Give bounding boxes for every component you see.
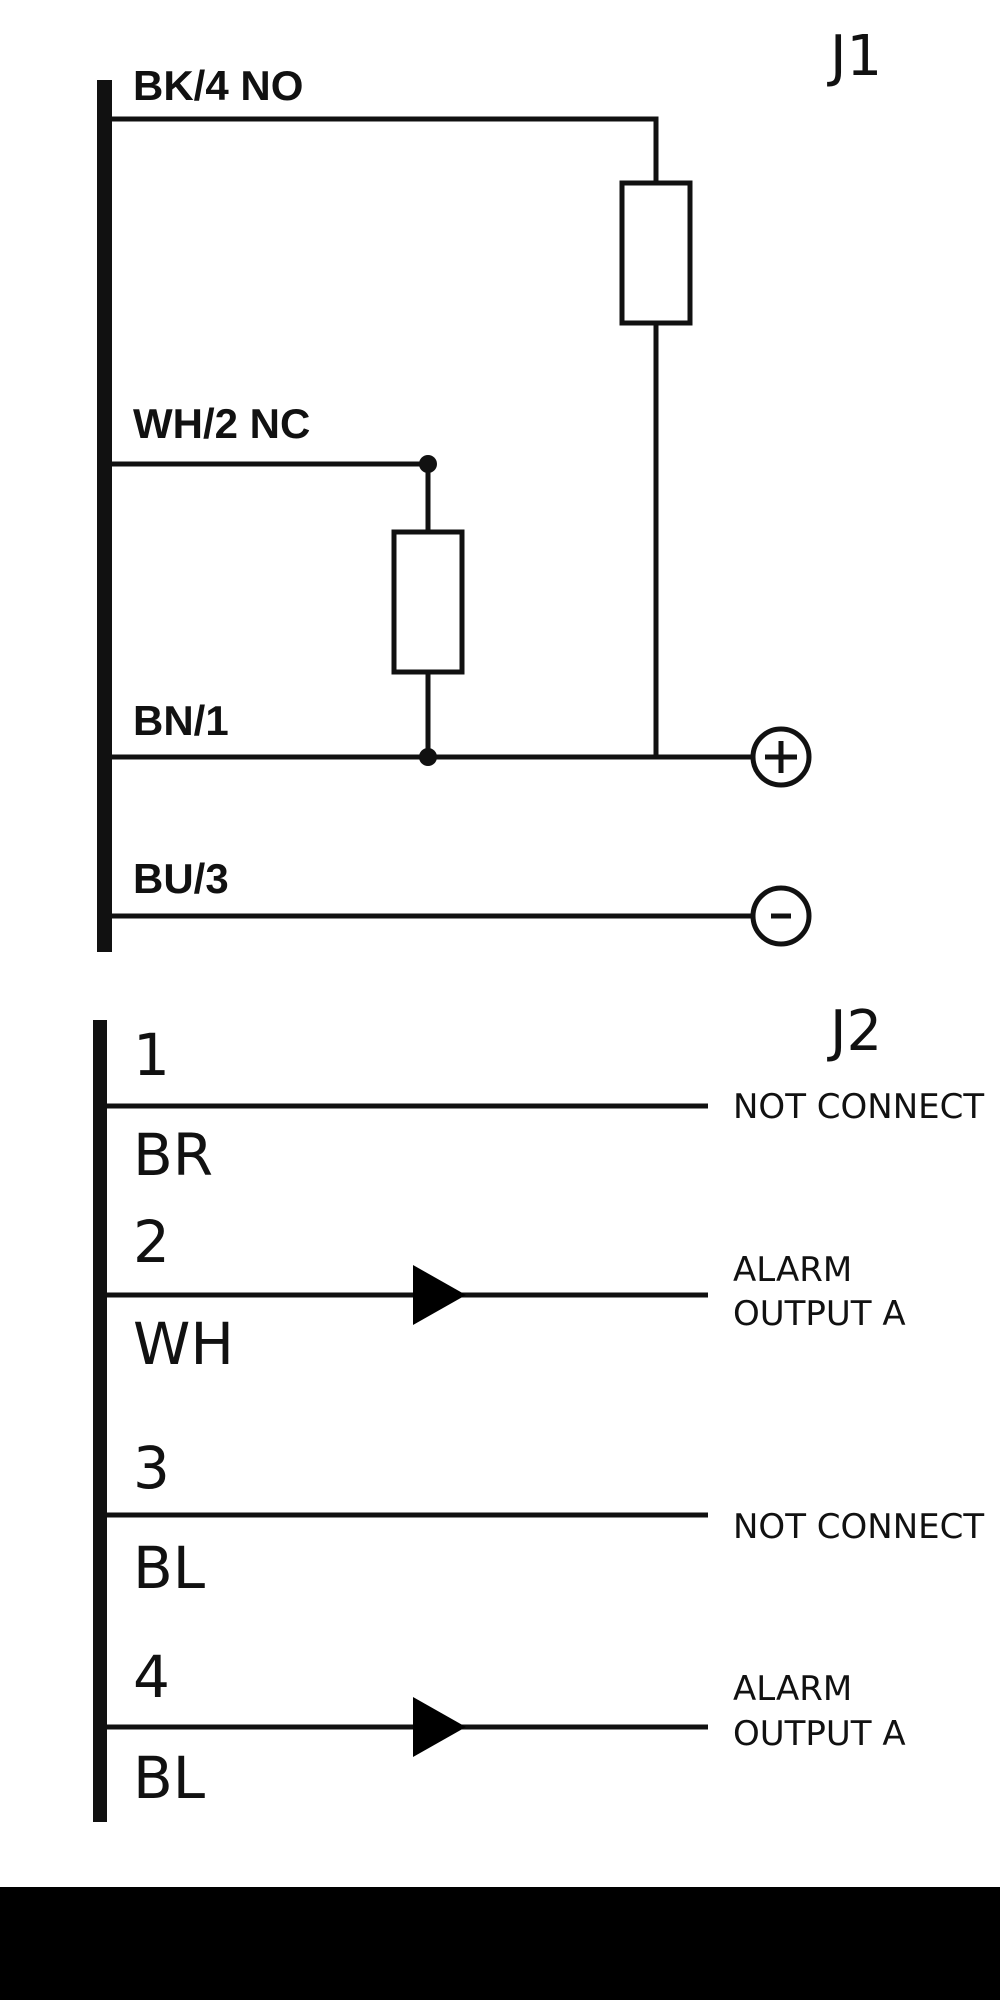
positive-terminal-icon: + bbox=[750, 726, 812, 788]
j2-pin-1: 1 BR NOT CONNECT bbox=[107, 1021, 984, 1189]
j1-connector-bar bbox=[97, 80, 112, 952]
j1-title: J1 bbox=[827, 24, 882, 89]
j2-pin-color: WH bbox=[133, 1310, 234, 1378]
j2-pin-number: 3 bbox=[133, 1434, 170, 1502]
j2-pin-number: 2 bbox=[133, 1208, 170, 1276]
j1-label-wh2: WH/2 NC bbox=[133, 400, 310, 447]
j2-pin-function: ALARM bbox=[733, 1250, 852, 1290]
j2-pin-number: 4 bbox=[133, 1643, 170, 1711]
footer-band bbox=[0, 1887, 1000, 2000]
j1-resistor-middle bbox=[391, 529, 465, 675]
output-arrow-icon bbox=[413, 1265, 466, 1325]
j2-section: J2 1 BR NOT CONNECT 2 WH ALARM OUTPUT A … bbox=[93, 999, 984, 1822]
j2-pin-number: 1 bbox=[133, 1021, 170, 1089]
j2-pin-2: 2 WH ALARM OUTPUT A bbox=[107, 1208, 906, 1378]
j1-node-bottom bbox=[419, 748, 437, 766]
j1-resistor-right bbox=[619, 180, 693, 326]
j1-label-bn1: BN/1 bbox=[133, 697, 229, 744]
j2-connector-bar bbox=[93, 1020, 107, 1822]
j2-pin-function: ALARM bbox=[733, 1669, 852, 1709]
j2-pin-3: 3 BL NOT CONNECT bbox=[107, 1434, 984, 1602]
j2-pin-4: 4 BL ALARM OUTPUT A bbox=[107, 1643, 906, 1812]
j1-label-bk4: BK/4 NO bbox=[133, 62, 303, 109]
negative-terminal-icon: - bbox=[750, 885, 812, 947]
j2-pin-color: BL bbox=[133, 1534, 205, 1602]
output-arrow-icon bbox=[413, 1697, 466, 1757]
j2-pin-function: NOT CONNECT bbox=[733, 1087, 984, 1127]
j2-pin-function-line2: OUTPUT A bbox=[733, 1294, 906, 1334]
negative-terminal-label: - bbox=[775, 897, 787, 937]
positive-terminal-label: + bbox=[767, 738, 796, 778]
j2-pin-function-line2: OUTPUT A bbox=[733, 1714, 906, 1754]
j2-pin-function: NOT CONNECT bbox=[733, 1507, 984, 1547]
j1-section: J1 BK/4 NO WH/2 NC BN/1 + BU/3 - bbox=[97, 24, 882, 952]
j1-label-bu3: BU/3 bbox=[133, 855, 229, 902]
j1-wire-bk4 bbox=[112, 116, 659, 183]
j2-pin-color: BL bbox=[133, 1744, 205, 1812]
j2-title: J2 bbox=[827, 999, 882, 1064]
j2-pin-color: BR bbox=[133, 1121, 213, 1189]
